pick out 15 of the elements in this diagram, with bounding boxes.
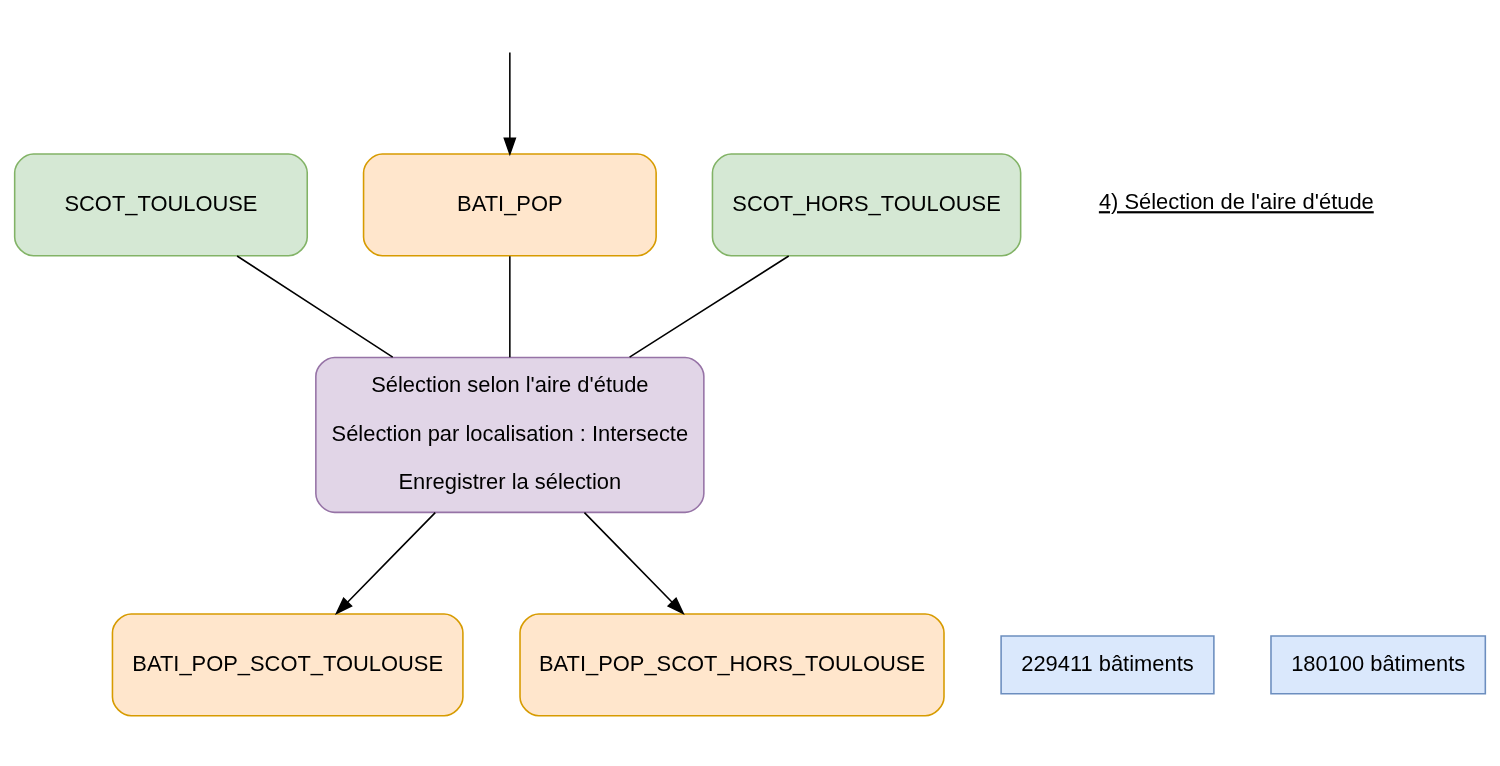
node-box: SCOT_HORS_TOULOUSE xyxy=(711,152,1022,257)
node-box: SCOT_TOULOUSE xyxy=(13,152,308,257)
arrow xyxy=(583,511,685,615)
arrow xyxy=(334,511,437,615)
connector xyxy=(628,254,790,358)
node-box: 180100 bâtiments xyxy=(1270,634,1487,695)
connector xyxy=(236,254,394,358)
node-box: 229411 bâtiments xyxy=(1000,634,1215,695)
node-box: BATI_POP_SCOT_TOULOUSE xyxy=(111,612,464,716)
node-box: Sélection selon l'aire d'étude Sélection par localisation : Intersecte Enregistrer la sélection xyxy=(315,356,705,513)
node-box: BATI_POP_SCOT_HORS_TOULOUSE xyxy=(519,612,945,716)
node-box: BATI_POP xyxy=(362,152,657,257)
label: 4) Sélection de l'aire d'étude xyxy=(1098,188,1374,214)
arrow xyxy=(503,51,517,156)
connector xyxy=(509,255,511,358)
